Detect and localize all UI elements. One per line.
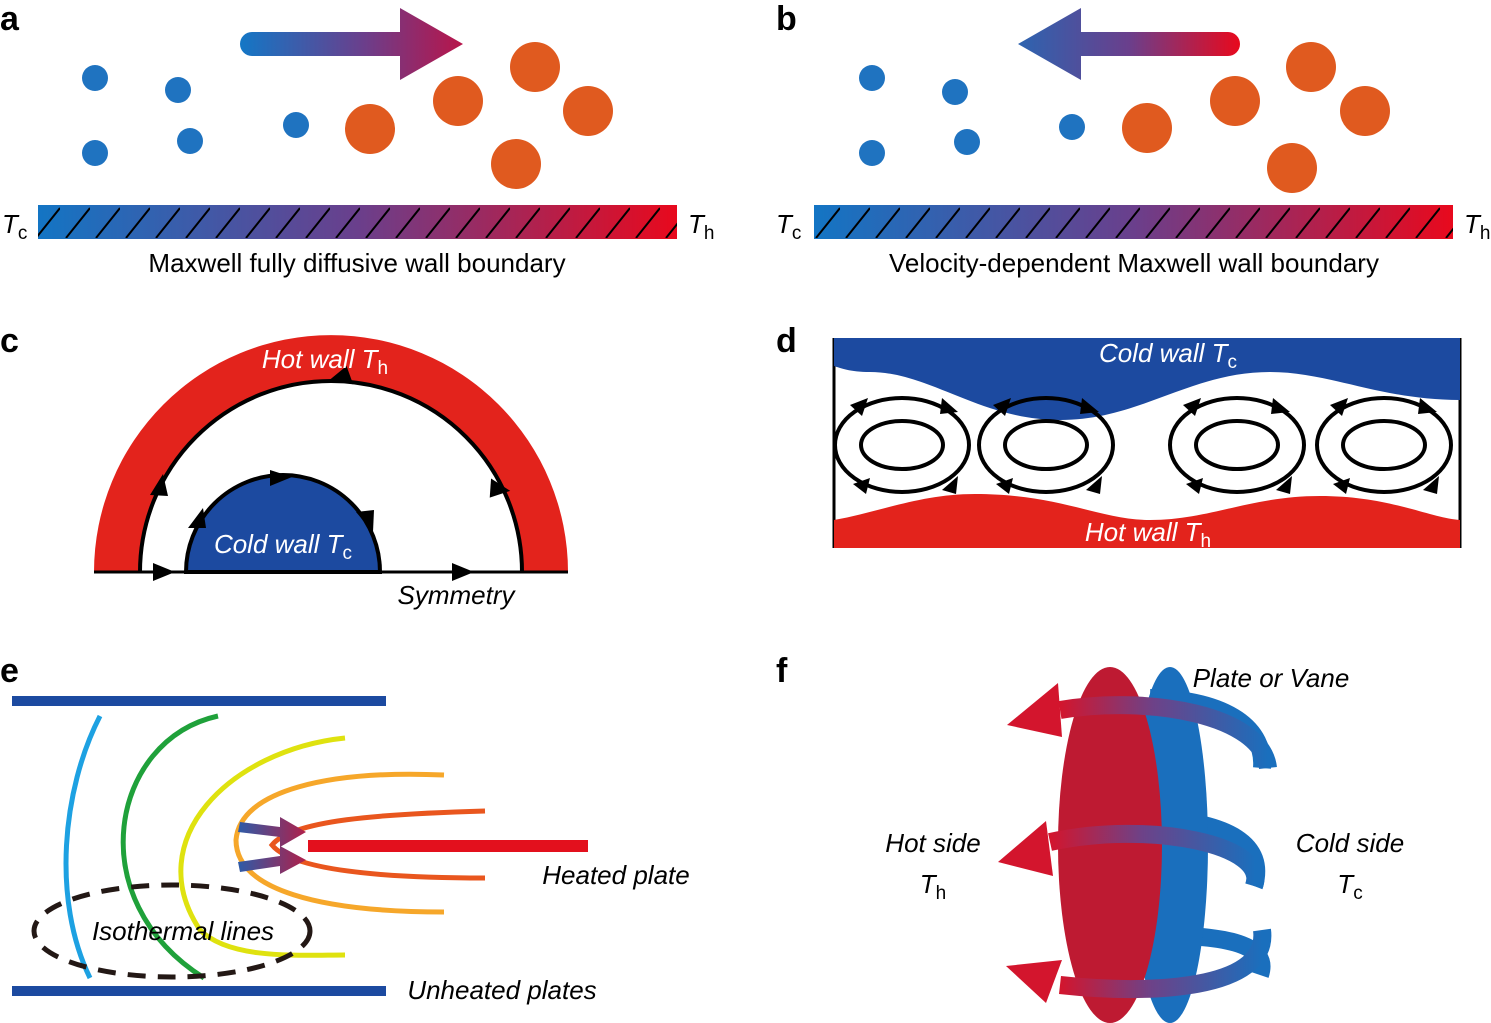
cold-molecule (165, 77, 191, 103)
isotherm-line (120, 713, 219, 981)
swirl-arrow (1059, 928, 1272, 999)
hot-molecule (1286, 42, 1336, 92)
vortex-cell (977, 396, 1115, 494)
hot-molecule (345, 104, 395, 154)
swirl-arrow (1058, 696, 1277, 770)
isothermal-highlight (31, 882, 313, 980)
panel-d: d (776, 322, 1462, 552)
cold-wall-label-c: Cold wall Tc (214, 529, 352, 564)
panel-c-letter: c (0, 322, 19, 360)
wall-temp-hot-a: Th (688, 209, 714, 244)
swirl-arrowhead (998, 821, 1053, 876)
vortex-arrows (850, 398, 1439, 494)
wall-bar-a (38, 205, 677, 239)
flow-arrow-left (1018, 8, 1240, 80)
swirl-arrows-front (998, 683, 1277, 1003)
hot-molecules (345, 42, 613, 189)
wall-caption-a: Maxwell fully diffusive wall boundary (148, 248, 565, 278)
hot-wall-label-d: Hot wall Th (1085, 517, 1211, 552)
flow-arrow-right (240, 8, 463, 80)
hot-molecule (1210, 76, 1260, 126)
vortex-cell (833, 396, 971, 494)
hot-wall-ring (94, 335, 568, 572)
cold-molecules (859, 65, 1085, 166)
cold-molecule (82, 140, 108, 166)
panel-f: f Plate or Vane Hot side Th Cold side Tc (776, 652, 1404, 1023)
isotherm-line (233, 771, 445, 915)
wall-temp-cold-a: Tc (2, 209, 27, 244)
plate-hot-face (1058, 667, 1162, 1023)
cold-wall-label-d: Cold wall Tc (1099, 338, 1237, 373)
hot-molecule (1340, 86, 1390, 136)
wall-temp-cold-b: Tc (776, 209, 801, 244)
hot-molecule (510, 42, 560, 92)
flow-direction-arrows (150, 365, 511, 581)
panel-e-letter: e (0, 652, 19, 690)
hot-side-label: Hot side (885, 828, 980, 858)
vortex-cell (1168, 396, 1306, 494)
wall-temp-hot-b: Th (1464, 209, 1490, 244)
hot-molecule (491, 139, 541, 189)
symmetry-label: Symmetry (398, 580, 517, 610)
cold-side-temp: Tc (1337, 869, 1362, 904)
cold-molecule (82, 65, 108, 91)
hot-molecule (433, 76, 483, 126)
swirl-arrowhead (1007, 683, 1062, 737)
swirl-arrow (1048, 824, 1265, 890)
isotherm-line (63, 714, 103, 980)
hot-molecule (1122, 103, 1172, 153)
hot-side-temp: Th (920, 869, 946, 904)
cold-molecule (177, 128, 203, 154)
heated-plate-label: Heated plate (542, 860, 689, 890)
hot-molecules (1122, 42, 1390, 193)
panel-d-letter: d (776, 322, 797, 360)
cold-molecule (954, 129, 980, 155)
swirl-arrowhead (1006, 960, 1062, 1003)
cold-side-label: Cold side (1296, 828, 1404, 858)
hot-molecule (563, 86, 613, 136)
panel-c: c Hot wall Th Cold wall Tc Symmetry (0, 322, 568, 610)
isotherm-line (268, 808, 486, 881)
wall-caption-b: Velocity-dependent Maxwell wall boundary (889, 248, 1379, 278)
cold-molecule (859, 65, 885, 91)
cold-wall-d (834, 338, 1460, 420)
hot-wall-label-c: Hot wall Th (262, 344, 388, 379)
wall-bar-b (814, 205, 1453, 239)
plate-label: Plate or Vane (1193, 663, 1350, 693)
cold-molecules (82, 65, 309, 166)
panel-e: e Isothermal lines Heated plate Unheated… (0, 652, 690, 1005)
heat-arrows-e (238, 817, 306, 874)
cold-molecule (942, 79, 968, 105)
panel-a: a Tc Th Maxwell fully diffusive wall bou… (0, 0, 714, 278)
vortex-cell (1315, 396, 1453, 494)
vortex-cells (833, 396, 1453, 494)
panel-b: b Tc Th Velocity-dependent Maxwell wall … (776, 0, 1490, 278)
unheated-plates-label: Unheated plates (407, 975, 596, 1005)
panel-b-letter: b (776, 0, 797, 38)
hot-molecule (1267, 143, 1317, 193)
panel-a-letter: a (0, 0, 20, 38)
panel-f-letter: f (776, 652, 788, 690)
cold-molecule (1059, 114, 1085, 140)
isothermal-label: Isothermal lines (92, 916, 274, 946)
cold-molecule (283, 112, 309, 138)
hot-wall-d (834, 494, 1460, 548)
cold-molecule (859, 140, 885, 166)
